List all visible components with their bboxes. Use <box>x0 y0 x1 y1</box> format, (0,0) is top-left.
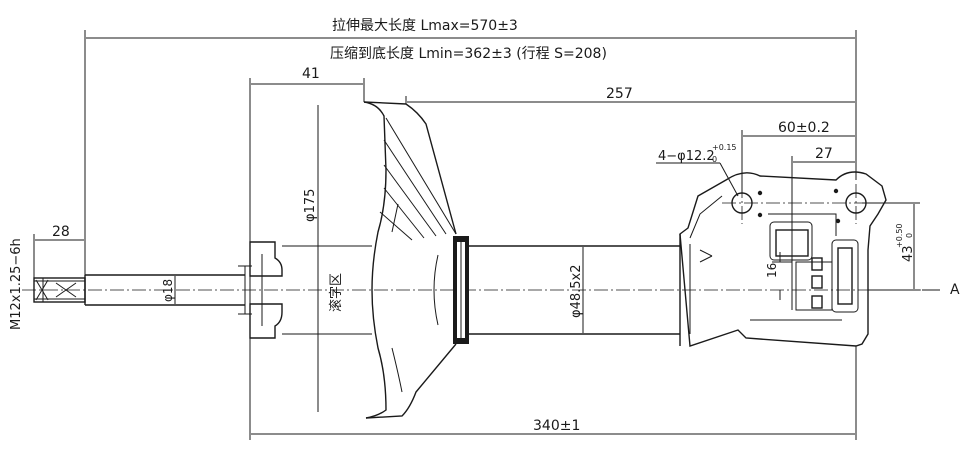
label-lmax: 拉伸最大长度 Lmax=570±3 <box>332 18 518 34</box>
label-thread: M12x1.25−6h <box>9 238 24 330</box>
hole-callout <box>656 162 739 197</box>
main-tube <box>469 245 680 335</box>
label-43: 43 <box>901 245 916 262</box>
dim-60 <box>741 130 855 193</box>
label-48: φ48.5x2 <box>569 265 584 319</box>
spring-seat-cup <box>318 101 457 419</box>
dim-43 <box>862 202 920 291</box>
dim-16 <box>772 252 792 300</box>
dim-340 <box>249 338 857 440</box>
label-340: 340±1 <box>533 418 580 434</box>
label-hole: 4−φ12.2 <box>658 149 715 164</box>
label-section-a: A <box>950 282 960 298</box>
bolt-holes <box>722 184 878 224</box>
label-zone: 滚字区 <box>328 273 344 312</box>
label-28: 28 <box>52 224 70 240</box>
label-hole-tol-low: 0 <box>712 155 717 164</box>
label-43-tol-up: +0.50 <box>895 223 904 248</box>
label-257: 257 <box>606 86 633 102</box>
label-175: φ175 <box>303 189 318 222</box>
dim-41 <box>249 78 365 242</box>
label-18: φ18 <box>161 279 175 302</box>
dim-28 <box>33 234 84 278</box>
label-41: 41 <box>302 66 320 82</box>
label-27: 27 <box>815 146 833 162</box>
top-cap <box>249 241 283 339</box>
upper-spring-seat <box>282 105 319 412</box>
knuckle-bracket <box>679 171 887 347</box>
label-43-tol-low: 0 <box>905 233 914 238</box>
label-lmin: 压缩到底长度 Lmin=362±3 (行程 S=208) <box>330 46 607 62</box>
threaded-end <box>33 277 86 303</box>
label-60: 60±0.2 <box>778 120 830 136</box>
label-16: 16 <box>765 263 779 278</box>
rubber-ring <box>453 236 469 344</box>
dim-257 <box>405 96 855 104</box>
dim-overall-length <box>84 30 857 275</box>
label-hole-tol-up: +0.15 <box>712 143 737 152</box>
dim-27 <box>791 156 855 310</box>
